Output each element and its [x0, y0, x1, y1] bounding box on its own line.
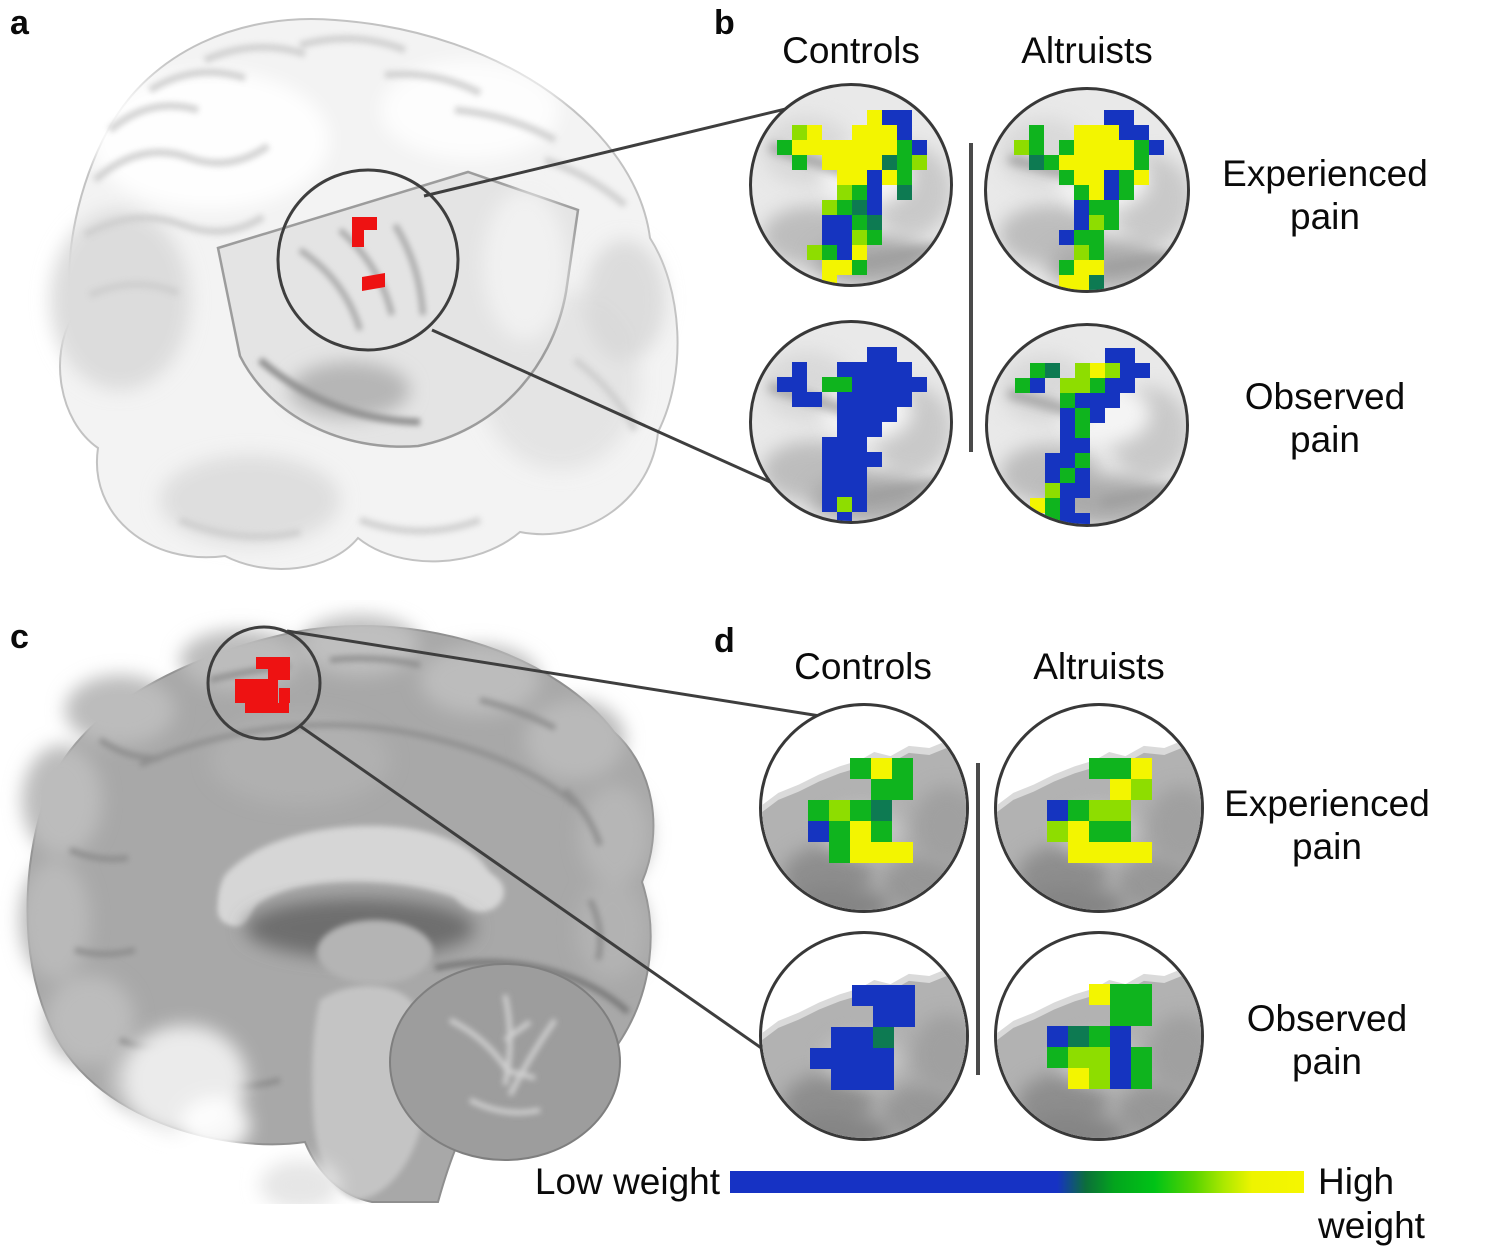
voxel-map	[997, 934, 1201, 1138]
zoom-circle-c	[206, 625, 322, 741]
bright-basal-region	[123, 1025, 340, 1204]
column-divider-b	[969, 143, 973, 452]
ventricle-dark-region	[245, 898, 475, 958]
gyral-blobs	[20, 615, 650, 1115]
slice-outline	[26, 625, 655, 1203]
activation-cluster-insula-2	[362, 273, 385, 291]
cerebellum	[389, 963, 621, 1161]
sulci-texture	[68, 655, 631, 1089]
insula-texture	[257, 223, 426, 426]
voxel-map	[987, 90, 1187, 290]
inset-b-experienced-controls	[749, 83, 953, 287]
connector-line-c-top	[286, 629, 821, 718]
gyri-texture	[83, 35, 639, 540]
inset-d-observed-altruists	[994, 931, 1204, 1141]
brainstem	[312, 985, 430, 1200]
thalamus	[317, 920, 433, 984]
label-d-experienced-pain: Experienced pain	[1224, 783, 1430, 867]
corpus-callosum	[217, 825, 494, 924]
inset-b-observed-altruists	[985, 323, 1189, 527]
colorbar-high-label: High weight	[1318, 1161, 1425, 1246]
connector-line-a-top	[423, 104, 799, 198]
voxel-map	[988, 326, 1186, 524]
label-d-observed-pain: Observed pain	[1246, 998, 1408, 1082]
cutaway-region	[216, 170, 580, 448]
inset-d-observed-controls	[759, 931, 969, 1141]
header-altruists-d: Altruists	[1033, 646, 1165, 687]
header-altruists-b: Altruists	[1021, 30, 1153, 71]
inset-d-experienced-altruists	[994, 703, 1204, 913]
voxel-map	[762, 706, 966, 910]
brain-slice-sagittal	[20, 615, 821, 1204]
column-divider-d	[976, 763, 980, 1075]
header-controls-d: Controls	[794, 646, 932, 687]
activation-cluster-mcc	[235, 657, 290, 713]
label-b-observed-pain: Observed pain	[1244, 376, 1406, 460]
voxel-map	[752, 86, 950, 284]
connector-line-a-bottom	[431, 328, 789, 492]
inset-b-experienced-altruists	[984, 87, 1190, 293]
voxel-map	[752, 323, 950, 521]
voxel-map	[997, 706, 1201, 910]
brain-outline	[59, 18, 679, 570]
panel-b-tag: b	[714, 4, 735, 42]
voxel-map	[762, 934, 966, 1138]
label-b-experienced-pain: Experienced pain	[1222, 153, 1428, 237]
brain-render-3d	[50, 18, 799, 570]
panel-d-tag: d	[714, 622, 735, 660]
header-controls-b: Controls	[782, 30, 920, 71]
connector-line-c-bottom	[299, 724, 791, 1070]
inset-b-observed-controls	[749, 320, 953, 524]
panel-c-tag: c	[10, 618, 29, 656]
arbor-vitae	[448, 994, 558, 1115]
colorbar-bar	[730, 1171, 1304, 1193]
figure-root: { "figure": { "panel_a_tag": "a", "panel…	[10, 4, 1430, 1246]
panel-a-tag: a	[10, 4, 29, 42]
inset-d-experienced-controls	[759, 703, 969, 913]
activation-cluster-insula-1	[352, 217, 377, 247]
zoom-circle-a	[276, 168, 460, 352]
colorbar-low-label: Low weight	[534, 1161, 720, 1202]
